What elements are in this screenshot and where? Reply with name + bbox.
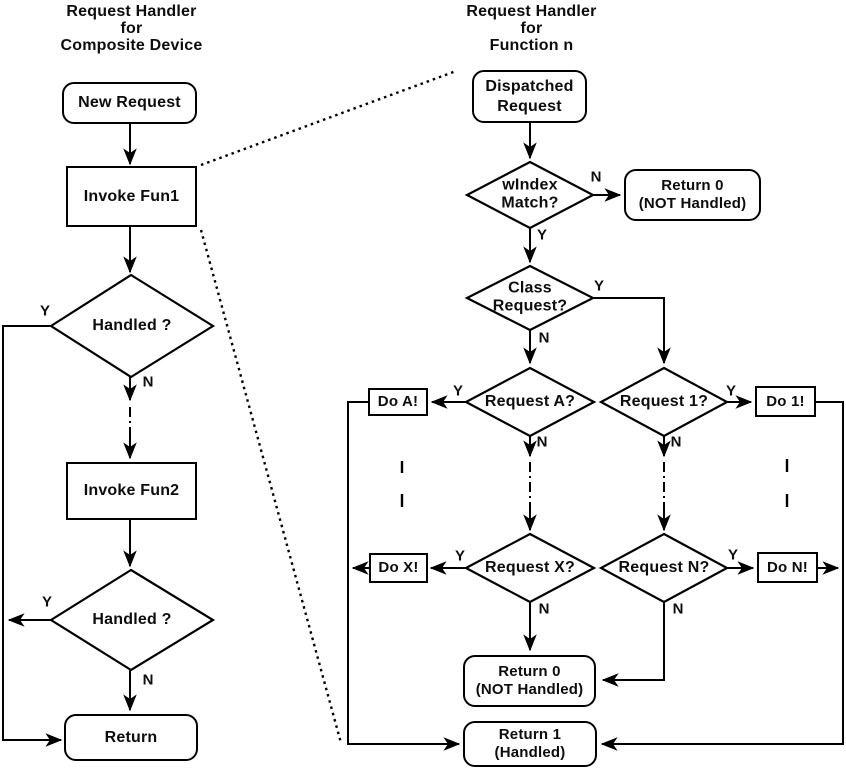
windex-yes-label: Y <box>536 226 548 244</box>
request-1-no-label: N <box>670 433 682 451</box>
windex-match-label: wIndex Match? <box>501 176 559 212</box>
windex-match-diamond <box>464 160 596 230</box>
class-no-label: N <box>538 329 550 347</box>
request-1-yes-label: Y <box>725 382 737 400</box>
return0-top-node: Return 0 (NOT Handled) <box>624 169 761 221</box>
edge-do1-to-return1 <box>600 401 844 751</box>
invoke-fun2-node: Invoke Fun2 <box>66 462 197 520</box>
handled1-yes-label: Y <box>39 302 51 320</box>
return0-bottom-node: Return 0 (NOT Handled) <box>463 655 596 707</box>
request-x-diamond <box>463 532 597 604</box>
handled1-no-label: N <box>142 373 154 391</box>
handled2-yes-label: Y <box>41 593 53 611</box>
request-a-yes-label: Y <box>452 382 464 400</box>
request-1-label: Request 1? <box>619 392 709 410</box>
invoke-fun1-node: Invoke Fun1 <box>66 166 197 227</box>
request-x-yes-label: Y <box>454 547 466 565</box>
request-x-label: Request X? <box>484 558 576 576</box>
edge-requestn-no-to-return0 <box>601 602 665 687</box>
dispatched-request-node: Dispatched Request <box>472 70 587 123</box>
request-n-diamond <box>598 532 730 604</box>
edge-handled-yes-to-return <box>2 325 63 747</box>
handled2-diamond <box>48 568 216 672</box>
class-request-diamond <box>464 264 596 332</box>
do-x-node: Do X! <box>369 553 428 583</box>
windex-no-label: N <box>590 168 602 186</box>
request-n-yes-label: Y <box>727 546 739 564</box>
left-diagram-title: Request Handler for Composite Device <box>60 3 203 54</box>
handled1-label: Handled ? <box>92 316 172 334</box>
do-n-node: Do N! <box>757 552 818 583</box>
edge-doa-to-return1 <box>347 401 461 751</box>
class-yes-label: Y <box>593 277 605 295</box>
handled2-no-label: N <box>142 671 154 689</box>
request-a-diamond <box>463 366 597 438</box>
dotted-expansion-bottom <box>199 229 343 744</box>
request-n-label: Request N? <box>618 558 710 576</box>
request-x-no-label: N <box>538 600 550 618</box>
handled2-label: Handled ? <box>92 610 172 628</box>
edge-class-yes-to-request1 <box>593 297 671 365</box>
dotted-expansion-top <box>200 69 457 167</box>
do-a-node: Do A! <box>368 388 428 416</box>
request-n-no-label: N <box>672 600 684 618</box>
class-request-label: Class Request? <box>492 279 568 315</box>
handled1-diamond <box>48 273 216 379</box>
request-1-diamond <box>598 366 730 438</box>
do-1-node: Do 1! <box>755 386 816 417</box>
right-diagram-title: Request Handler for Function n <box>466 3 597 54</box>
new-request-node: New Request <box>62 82 197 124</box>
request-a-label: Request A? <box>484 392 576 410</box>
request-a-no-label: N <box>536 433 548 451</box>
return-node: Return <box>64 714 198 761</box>
return1-node: Return 1 (Handled) <box>463 721 597 767</box>
